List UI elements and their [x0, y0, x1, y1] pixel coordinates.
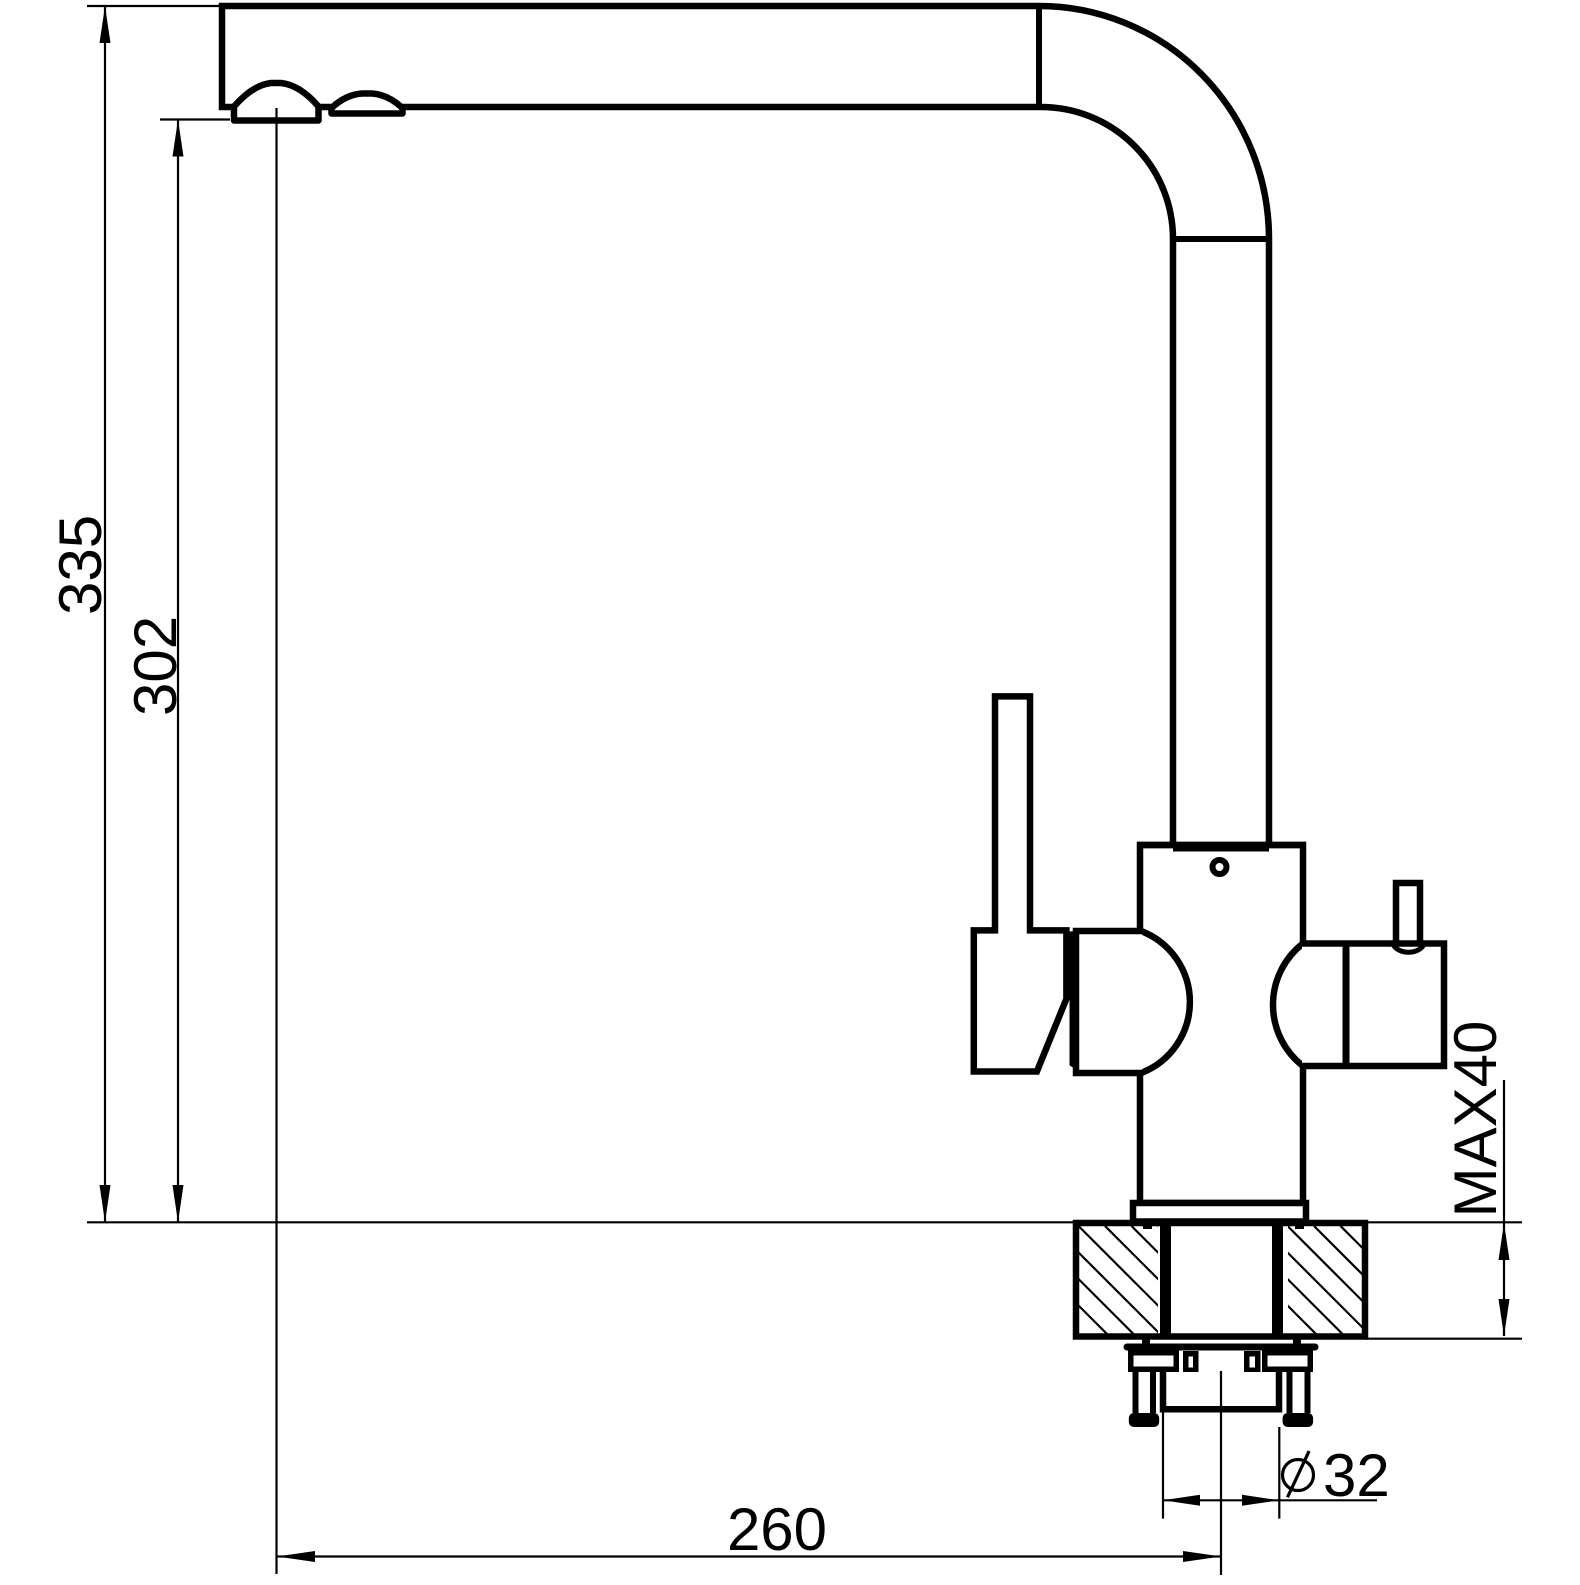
svg-text:302: 302 [122, 616, 189, 716]
svg-text:MAX40: MAX40 [1442, 1021, 1509, 1218]
svg-text:32: 32 [1323, 1442, 1390, 1509]
svg-text:335: 335 [47, 515, 114, 615]
svg-text:260: 260 [727, 1496, 827, 1563]
